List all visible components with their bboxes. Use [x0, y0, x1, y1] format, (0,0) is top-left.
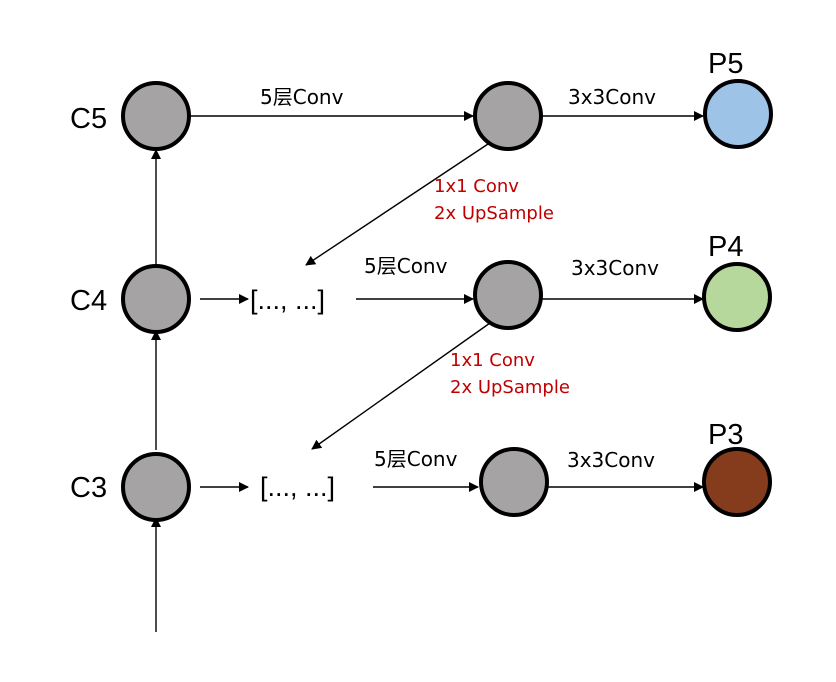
m3-node — [479, 447, 549, 517]
row3-conv5-label: 5层Conv — [374, 447, 458, 471]
upsample-second-line2: 2x UpSample — [450, 377, 570, 398]
row4-conv3-label: 3x3Conv — [571, 256, 659, 280]
c4-node — [121, 264, 191, 334]
row3-conv3-label: 3x3Conv — [567, 448, 655, 472]
m5-node — [473, 81, 543, 151]
c3-node — [121, 452, 191, 522]
p4-node — [702, 262, 772, 332]
upsample-m4-to-concat3-arrow — [311, 322, 491, 450]
p5-label: P5 — [708, 48, 743, 80]
upsample-m5-to-concat4-arrow — [305, 143, 489, 266]
concat-row4-label: [..., ...] — [250, 285, 325, 315]
c4-label: C4 — [70, 285, 107, 317]
c5-node — [121, 81, 191, 151]
c3-label: C3 — [70, 472, 107, 504]
upsample-first-line2: 2x UpSample — [434, 203, 554, 224]
m4-node — [473, 260, 543, 330]
p4-label: P4 — [708, 231, 743, 263]
c5-label: C5 — [70, 103, 107, 135]
row4-conv5-label: 5层Conv — [364, 254, 448, 278]
concat-row3-label: [..., ...] — [260, 472, 335, 502]
p3-node — [702, 447, 772, 517]
row5-conv5-label: 5层Conv — [260, 85, 344, 109]
p5-node — [703, 79, 773, 149]
row5-conv3-label: 3x3Conv — [568, 85, 656, 109]
upsample-second-line1: 1x1 Conv — [450, 350, 535, 371]
upsample-first-line1: 1x1 Conv — [434, 176, 519, 197]
p3-label: P3 — [708, 419, 743, 451]
